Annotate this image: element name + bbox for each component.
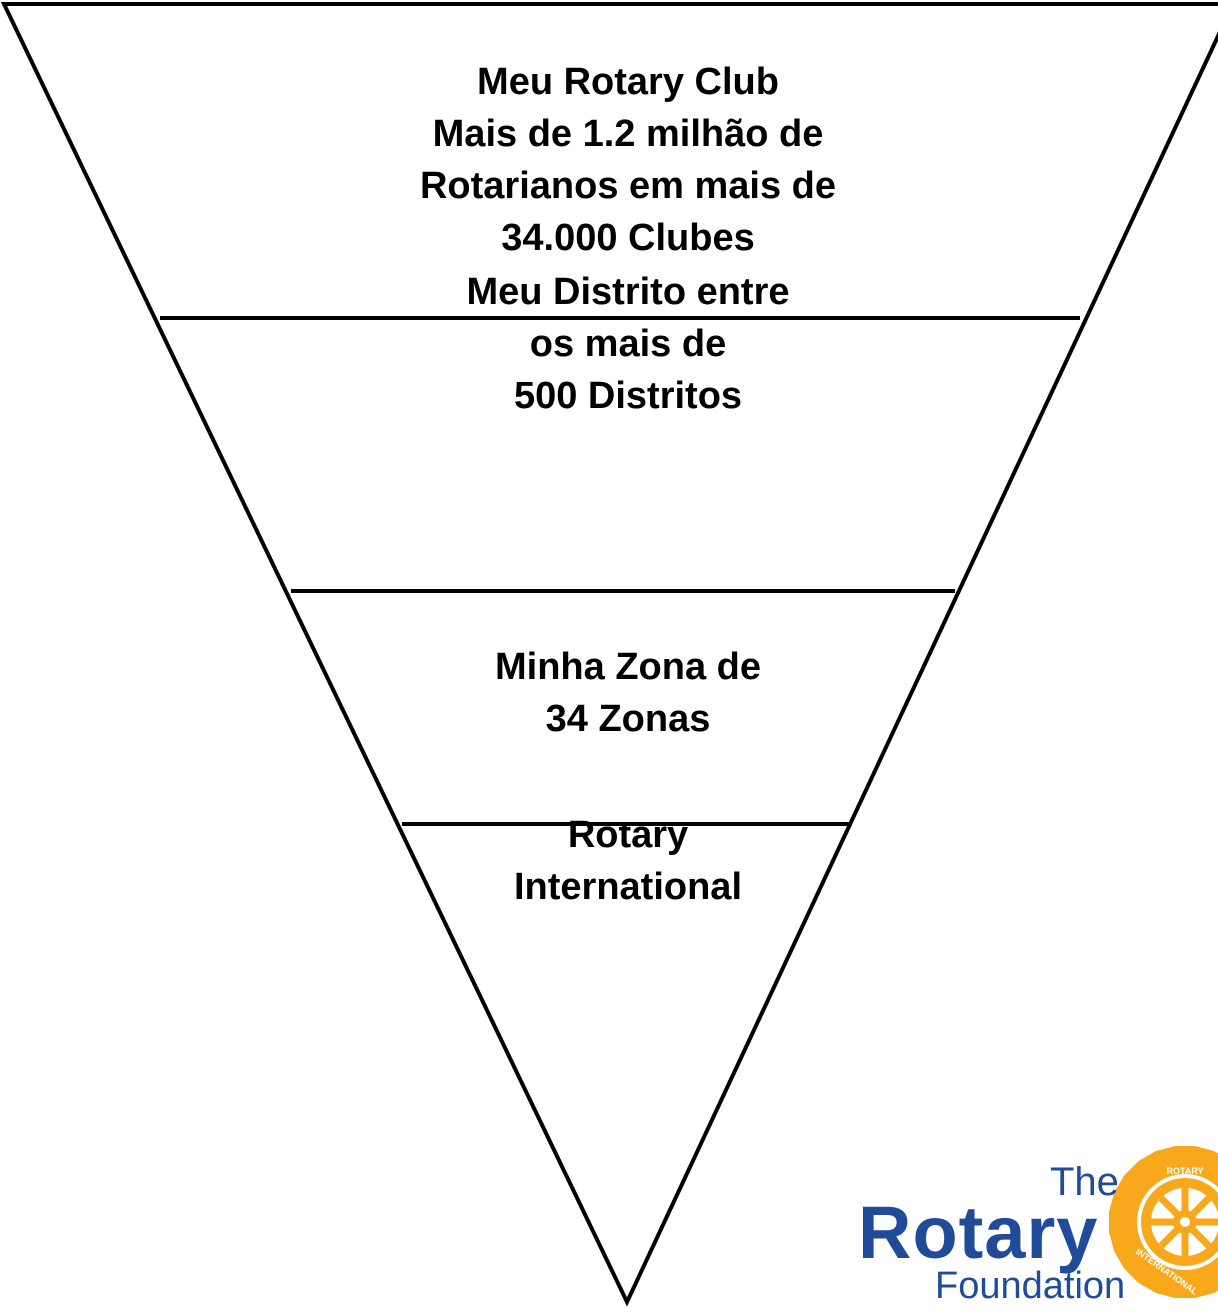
- tier-line: International: [328, 861, 928, 913]
- tier-line: os mais de: [328, 318, 928, 370]
- logo-foundation-text: Foundation: [935, 1264, 1125, 1308]
- tier-line: Meu Distrito entre: [328, 266, 928, 318]
- tier-line: Minha Zona de: [328, 641, 928, 693]
- tier-line: 34 Zonas: [328, 693, 928, 745]
- wheel-text-top: ROTARY: [1167, 1166, 1204, 1176]
- tier-line: Meu Rotary Club: [328, 56, 928, 108]
- tier-line: Rotary: [328, 809, 928, 861]
- tier-line: Mais de 1.2 milhão de: [328, 108, 928, 160]
- tier-line: Rotarianos em mais de: [328, 160, 928, 212]
- logo-rotary-text: Rotary: [858, 1196, 1098, 1270]
- tier-club-text: Meu Rotary Club Mais de 1.2 milhão de Ro…: [328, 56, 928, 264]
- tier-line: 500 Distritos: [328, 370, 928, 422]
- tier-line: 34.000 Clubes: [328, 212, 928, 264]
- tier-district-text: Meu Distrito entre os mais de 500 Distri…: [328, 266, 928, 422]
- tier-zone-text: Minha Zona de 34 Zonas: [328, 641, 928, 745]
- tier-international-text: Rotary International: [328, 809, 928, 913]
- rotary-wheel-icon: ROTARY INTERNATIONAL: [1109, 1146, 1218, 1298]
